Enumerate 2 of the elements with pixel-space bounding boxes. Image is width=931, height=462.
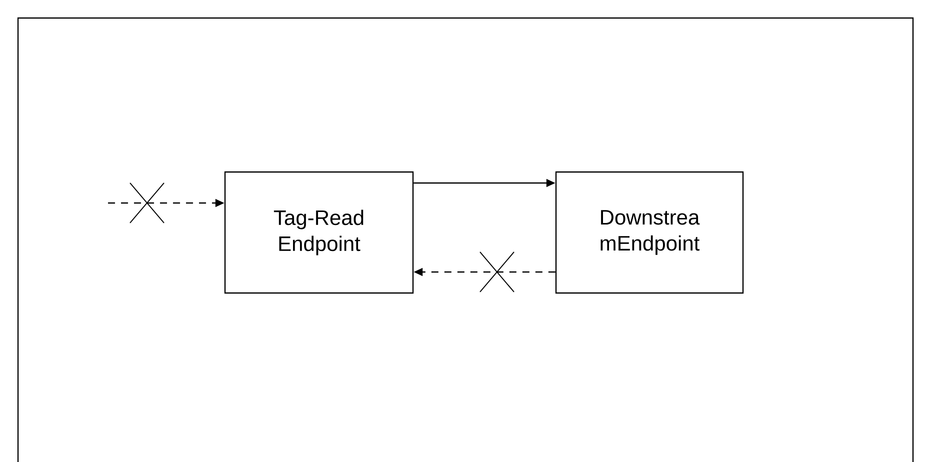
process-box: Tag-Read Endpoint [224, 171, 414, 294]
process-box: Downstrea mEndpoint [555, 171, 744, 294]
